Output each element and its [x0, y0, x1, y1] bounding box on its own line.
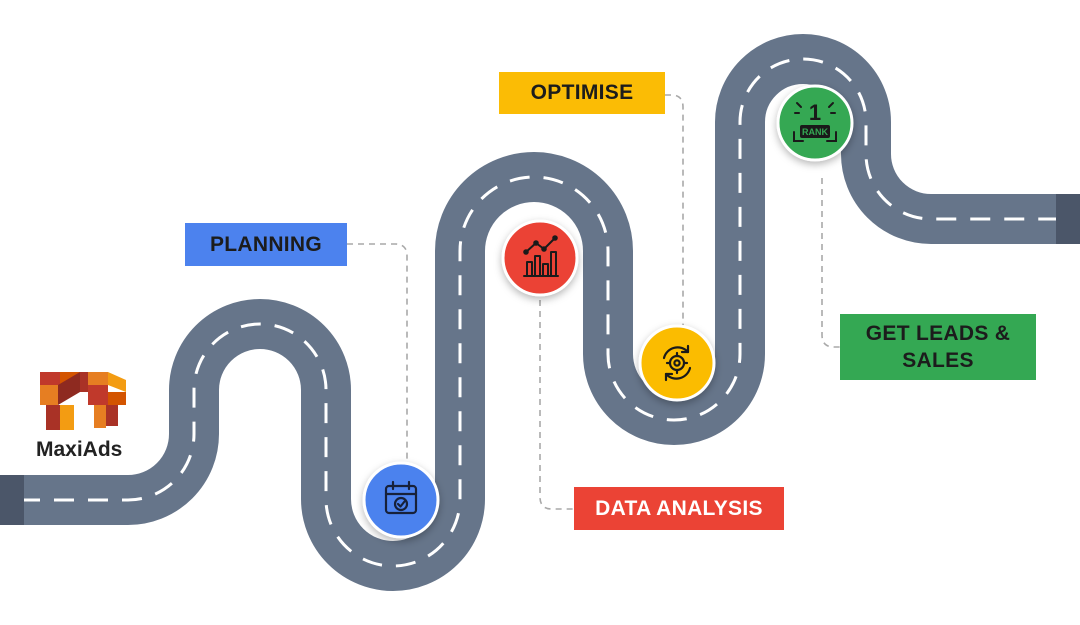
optimise-label-box: [499, 72, 665, 114]
optimise-connector: [665, 94, 684, 326]
rank-text: RANK: [802, 127, 828, 137]
lane-markings: [20, 57, 1058, 568]
road-end-cap: [1056, 194, 1080, 244]
planning-label: PLANNING: [209, 232, 323, 256]
rank-one-trophy-icon: 1 RANK: [793, 100, 837, 142]
calendar-check-icon: [384, 480, 418, 515]
optimise-node: [638, 324, 716, 402]
planning-node: [362, 461, 440, 539]
connector-lines: [347, 94, 840, 510]
optimise-label: OPTIMISE: [530, 81, 634, 105]
leads-node: 1 RANK: [776, 84, 854, 162]
data-analysis-label-box: [574, 487, 784, 530]
leads-connector: [821, 178, 840, 348]
analytics-chart-icon: [523, 235, 559, 277]
brand-name: MaxiAds: [36, 438, 123, 461]
rank-number: 1: [809, 100, 821, 125]
planning-label-box: [185, 223, 347, 266]
road: [0, 34, 1080, 591]
road-surface: [20, 34, 1058, 591]
data-analysis-connector: [539, 300, 574, 510]
road-start-cap: [0, 475, 24, 525]
leads-label: GET LEADS & SALES: [865, 321, 1011, 372]
planning-connector: [347, 243, 408, 466]
gear-refresh-icon: [662, 344, 692, 382]
data-analysis-label: DATA ANALYSIS: [595, 496, 763, 520]
data-analysis-node: [501, 219, 579, 297]
leads-label-box: [840, 314, 1036, 380]
maxiads-logo-icon: [40, 372, 126, 430]
